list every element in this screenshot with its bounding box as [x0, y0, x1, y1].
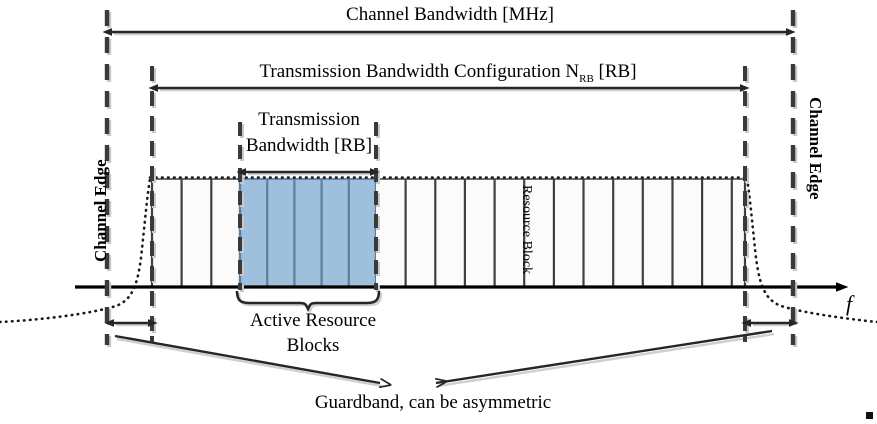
config-label-unit: [RB] [593, 61, 637, 82]
resource-block-inactive-group-right [376, 178, 747, 287]
config-label-subscript: RB [579, 72, 594, 85]
channel-edge-lines [104, 10, 798, 347]
guardband-leader-lines [114, 329, 775, 386]
active-resource-blocks-label-line2: Blocks [286, 335, 340, 356]
frequency-axis-label: f [846, 291, 853, 316]
transmission-bandwidth-config-label: Transmission Bandwidth Configuration NRB… [248, 61, 648, 86]
channel-edge-label-right: Channel Edge [806, 97, 825, 200]
active-resource-blocks[interactable] [238, 178, 378, 287]
guardband-leader-right [436, 329, 773, 383]
transmission-bandwidth-label-line1: Transmission [258, 109, 360, 130]
channel-bandwidth-label: Channel Bandwidth [MHz] [346, 4, 554, 25]
active-resource-brace [235, 290, 383, 314]
guardband-label: Guardband, can be asymmetric [314, 392, 552, 413]
config-label-main: Transmission Bandwidth Configuration N [259, 61, 580, 82]
edge-tick-marks [105, 336, 795, 344]
active-resource-blocks-label-line1: Active Resource [249, 310, 377, 331]
transmission-bandwidth-label-line2: Bandwidth [RB] [245, 135, 373, 156]
resource-block-label: Resource Block [519, 185, 534, 275]
active-block-boundary-lines [238, 122, 380, 292]
transmission-config-boundary-lines [150, 66, 749, 342]
corner-mark [866, 412, 873, 419]
resource-block-inactive-group-left [150, 178, 240, 287]
guardband-leader-left [114, 334, 380, 383]
spectrum-mask-curve [0, 176, 877, 324]
channel-edge-label-left: Channel Edge [91, 159, 110, 263]
resource-block-grid [150, 178, 747, 287]
dimension-arrows [102, 28, 799, 327]
